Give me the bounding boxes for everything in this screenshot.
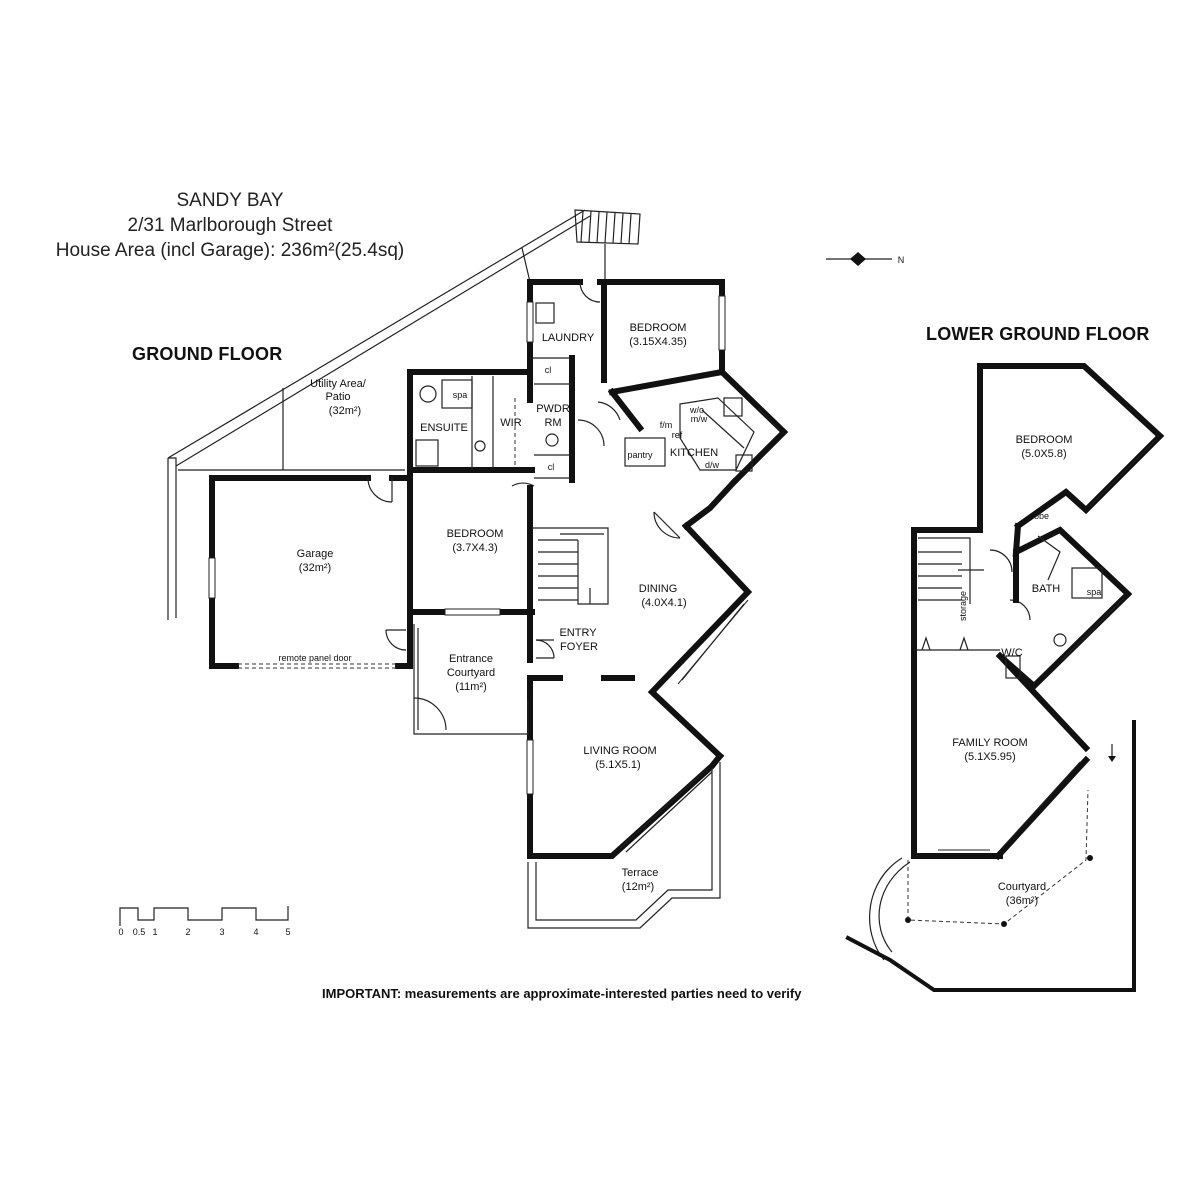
entry-label: ENTRY (559, 627, 597, 639)
wir-label: WIR (500, 417, 521, 429)
lower-floor-walls (845, 363, 1165, 992)
area-label: House Area (incl Garage): 236m²(25.4sq) (55, 240, 405, 261)
lower-courtyard-size: (36m²) (1006, 895, 1038, 907)
garage-size: (32m²) (299, 562, 331, 574)
dining-label: DINING (639, 583, 678, 595)
scale-label-5: 5 (285, 927, 290, 937)
pantry-label: pantry (627, 450, 653, 460)
north-arrow-icon: N (826, 252, 904, 266)
pwdr-rm-label: RM (544, 417, 561, 429)
disclaimer-note: IMPORTANT: measurements are approximate-… (322, 986, 802, 1001)
scale-label-1: 1 (152, 927, 157, 937)
bedroom-2-size: (3.7X4.3) (452, 542, 497, 554)
entrance-courtyard-walls (385, 624, 529, 735)
bedroom-1-size: (3.15X4.35) (629, 336, 686, 348)
foyer-label: FOYER (560, 641, 598, 653)
bedroom-2-label: BEDROOM (447, 528, 504, 540)
dining-size: (4.0X4.1) (641, 597, 686, 609)
kitchen-label: KITCHEN (670, 447, 718, 459)
bath-label: BATH (1032, 583, 1061, 595)
terrace-label: Terrace (622, 867, 659, 879)
ground-bedroom-block (407, 369, 535, 669)
robe-label: robe (1031, 511, 1049, 521)
lower-bedroom-size: (5.0X5.8) (1021, 448, 1066, 460)
utility-size: (32m²) (329, 405, 361, 417)
north-label: N (898, 255, 905, 265)
wall-oven-label: w/o (689, 405, 704, 415)
lower-floor-title: LOWER GROUND FLOOR (926, 324, 1150, 344)
ground-core-walls (526, 279, 789, 487)
utility-label: Utility Area/ (310, 378, 367, 390)
scale-label-4: 4 (253, 927, 258, 937)
entrance-courtyard-label-2: Courtyard (447, 667, 495, 679)
lower-spa-label: spa (1087, 587, 1102, 597)
scale-label-2: 2 (185, 927, 190, 937)
garage-label: Garage (297, 548, 334, 560)
suburb-label: SANDY BAY (176, 190, 284, 211)
laundry-label: LAUNDRY (542, 332, 595, 344)
scale-bar: 0 0.5 1 2 3 4 5 (118, 906, 291, 937)
family-room-label: FAMILY ROOM (952, 737, 1027, 749)
ref-label: ref (672, 430, 683, 440)
closet-label-bottom: cl (548, 462, 555, 472)
lower-bedroom-label: BEDROOM (1016, 434, 1073, 446)
scale-label-0: 0 (118, 927, 123, 937)
living-room-label: LIVING ROOM (583, 745, 656, 757)
fridge-space-label: f/m (660, 420, 673, 430)
entrance-courtyard-size: (11m²) (455, 681, 487, 693)
scale-label-3: 3 (219, 927, 224, 937)
family-room-size: (5.1X5.95) (964, 751, 1015, 763)
pwdr-label: PWDR (536, 403, 570, 415)
dishwasher-label: d/w (705, 460, 720, 470)
address-label: 2/31 Marlborough Street (127, 215, 333, 236)
ensuite-label: ENSUITE (420, 422, 468, 434)
closet-label-top: cl (545, 365, 552, 375)
ensuite-spa-label: spa (453, 390, 468, 400)
utility-label-2: Patio (325, 391, 350, 403)
remote-door-label: remote panel door (278, 653, 351, 663)
living-room-size: (5.1X5.1) (595, 759, 640, 771)
scale-label-0-5: 0.5 (133, 927, 146, 937)
microwave-label: m/w (691, 414, 708, 424)
external-stair (574, 209, 641, 282)
plan-header: SANDY BAY 2/31 Marlborough Street House … (20, 188, 440, 263)
lower-courtyard-label: Courtyard (998, 881, 1046, 893)
utility-boundary (167, 209, 591, 620)
storage-label: storage (958, 591, 968, 621)
wc-label: W/C (1001, 647, 1022, 659)
terrace-size: (12m²) (622, 881, 654, 893)
bedroom-1-label: BEDROOM (630, 322, 687, 334)
entrance-courtyard-label: Entrance (449, 653, 493, 665)
ground-floor-title: GROUND FLOOR (132, 344, 283, 364)
ground-living-walls (526, 477, 753, 929)
